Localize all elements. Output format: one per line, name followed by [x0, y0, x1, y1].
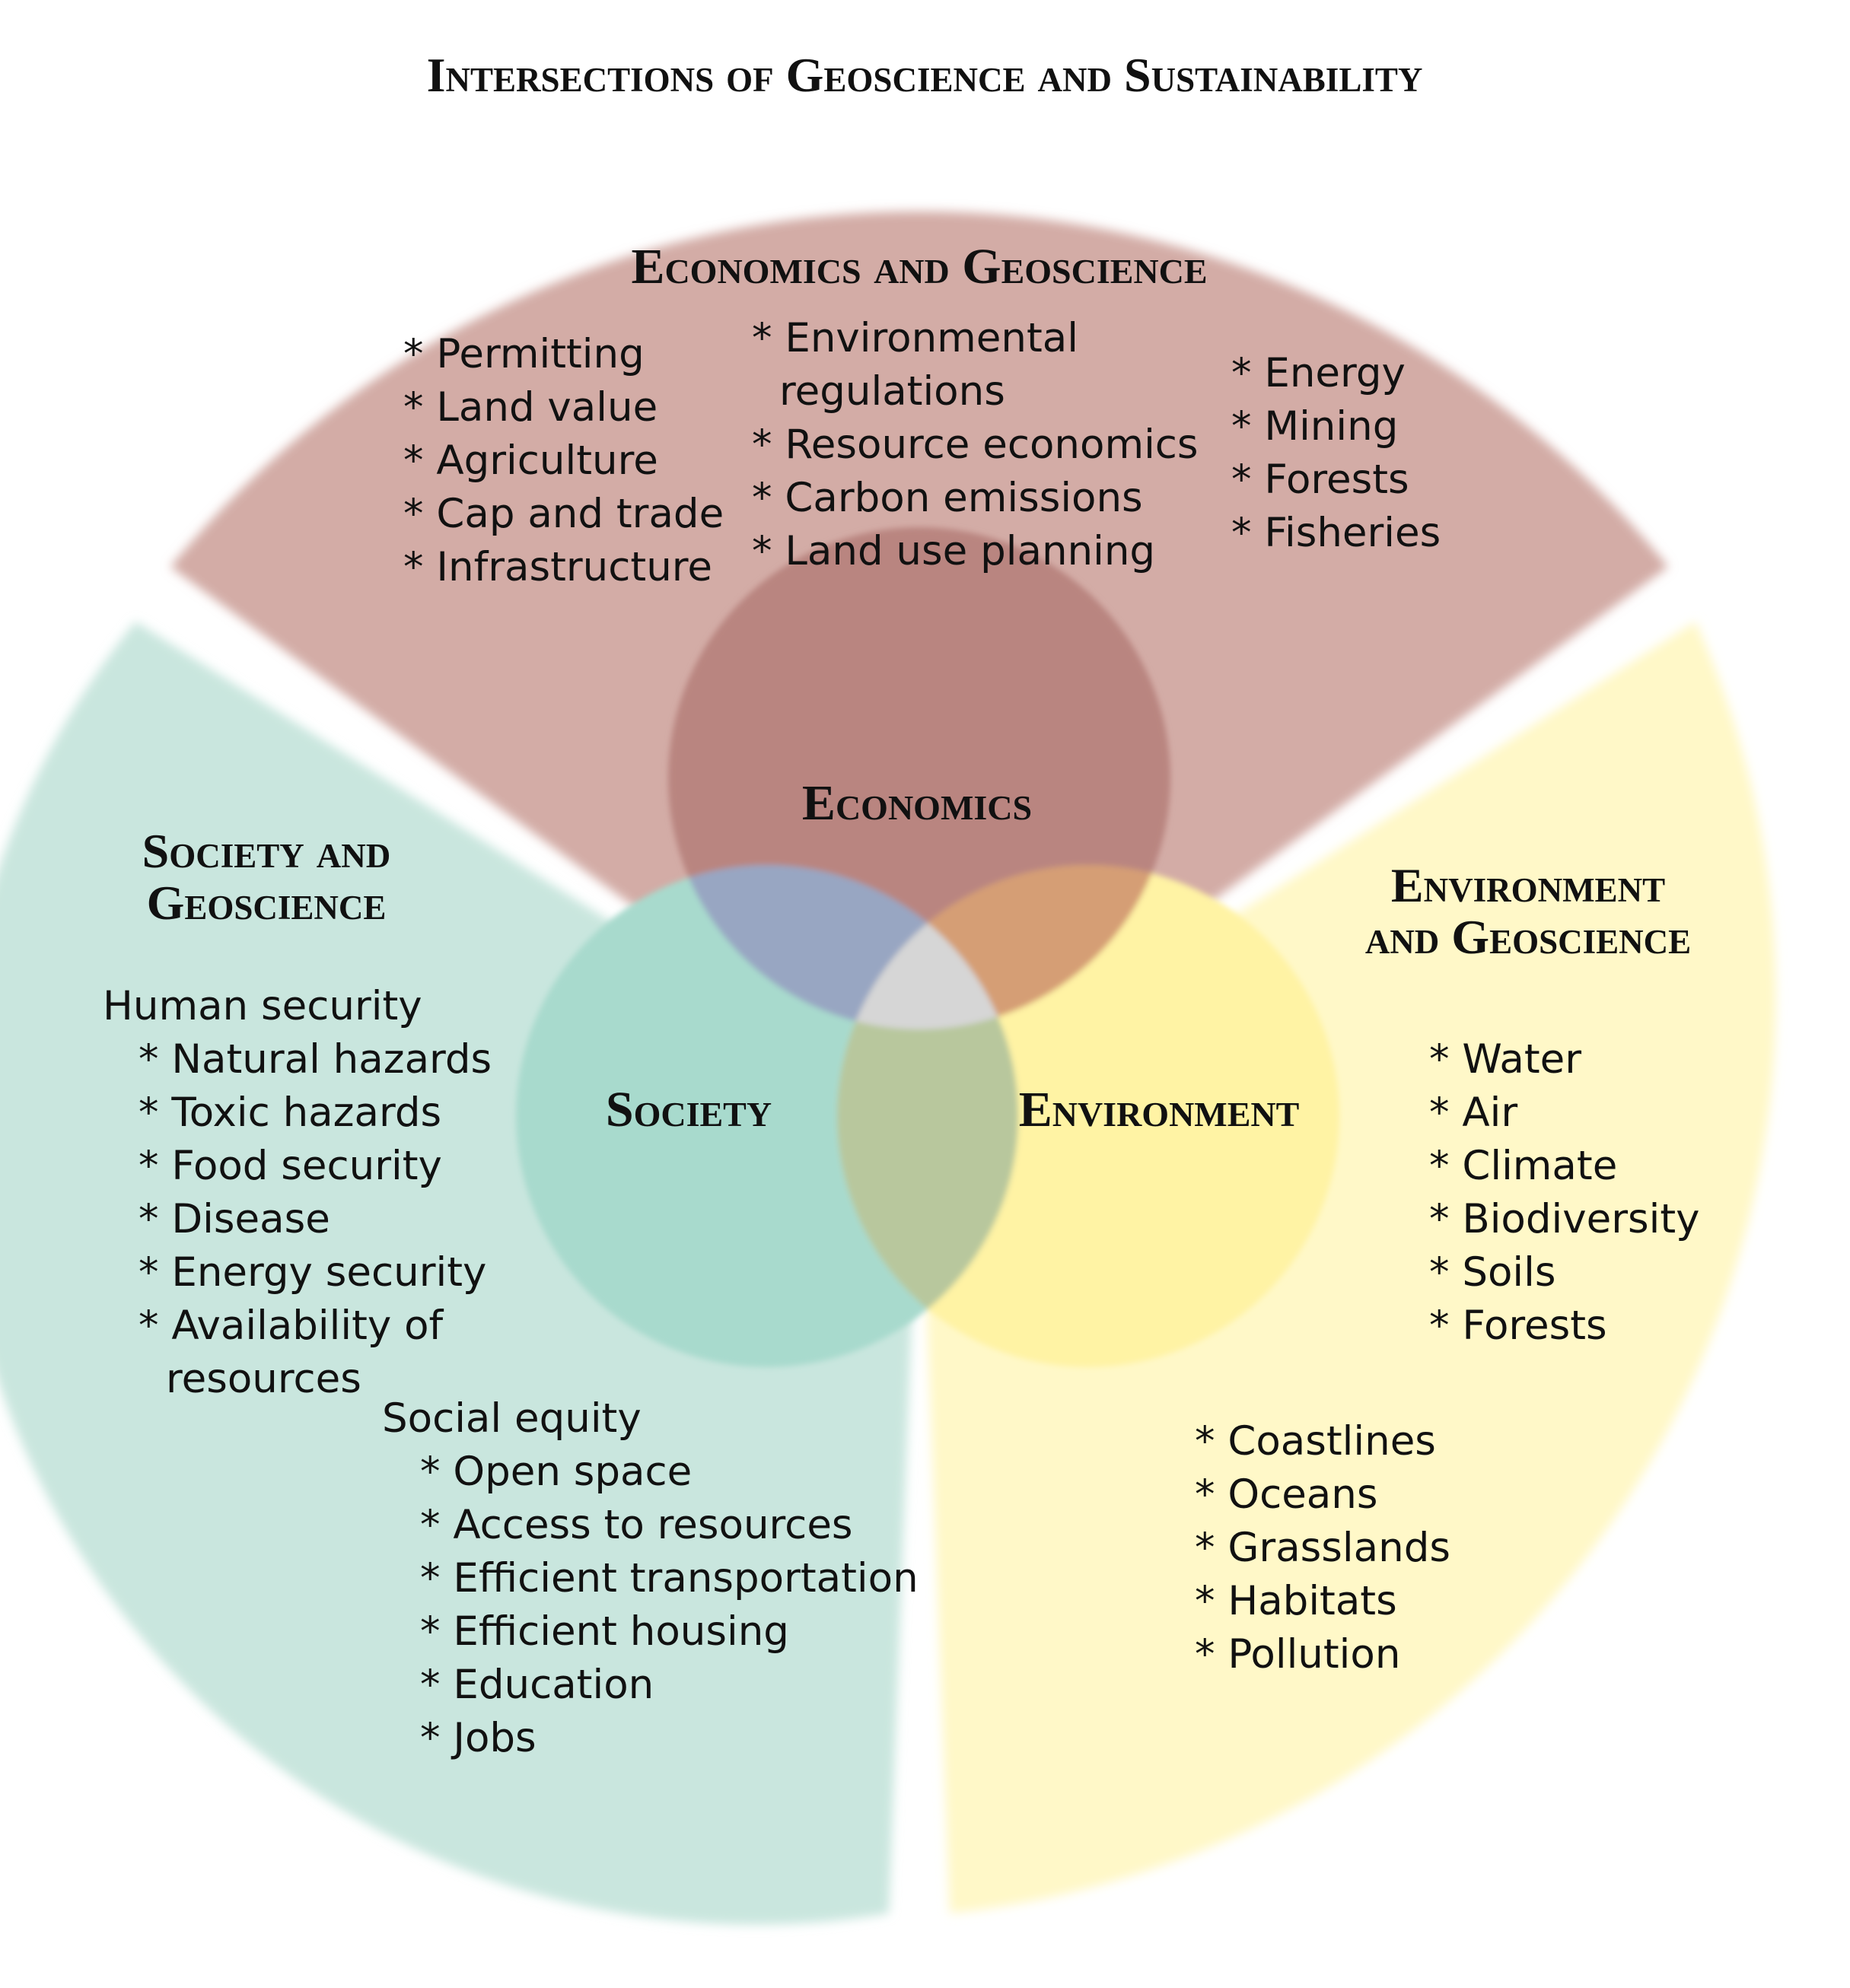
- environment-list-1-item: * Climate: [1429, 1143, 1617, 1189]
- society-group-social-equity-item: * Open space: [420, 1449, 692, 1495]
- society-group-social-equity-item: * Jobs: [420, 1715, 537, 1761]
- economics-list-2-item: * Resource economics: [752, 421, 1199, 468]
- environment-list-1-item: * Soils: [1429, 1249, 1555, 1296]
- society-group-social-equity-item: * Efficient transportation: [420, 1555, 919, 1602]
- environment-list-2-item: * Habitats: [1195, 1578, 1397, 1624]
- environment-list-2-item: * Pollution: [1195, 1631, 1400, 1678]
- society-group-social-equity-item: * Education: [420, 1662, 654, 1708]
- society-group-social-equity-item: * Access to resources: [420, 1502, 853, 1548]
- environment-sector-heading-line2: and Geoscience: [1365, 910, 1691, 964]
- society-group-human-security-item: * Toxic hazards: [139, 1089, 441, 1136]
- economics-list-2-item: * Environmental: [752, 315, 1078, 361]
- item-lists: * Permitting * Land value * Agriculture * C…: [103, 315, 1699, 1761]
- society-circle-label: Society: [606, 1082, 772, 1137]
- economics-list-3-item: * Mining: [1231, 403, 1398, 450]
- society-group-human-security-item: * Natural hazards: [139, 1036, 492, 1083]
- society-group-human-security-item: resources: [166, 1356, 361, 1402]
- environment-list-1-item: * Biodiversity: [1429, 1196, 1699, 1242]
- society-group-human-security-title: Human security: [103, 983, 422, 1029]
- environment-sector: [919, 622, 1776, 1913]
- environment-list-2-item: * Grasslands: [1195, 1525, 1450, 1571]
- society-sector-heading-line1: Society and: [142, 824, 391, 878]
- economics-list-1-item: * Land value: [403, 384, 658, 431]
- society-group-social-equity-item: * Efficient housing: [420, 1608, 789, 1655]
- society-sector-heading-line2: Geoscience: [147, 876, 387, 930]
- society-group-social-equity-title: Social equity: [382, 1395, 642, 1442]
- society-group-human-security-item: * Disease: [139, 1196, 330, 1242]
- economics-list-1-item: * Permitting: [403, 331, 645, 377]
- economics-list-1-item: * Cap and trade: [403, 491, 724, 537]
- environment-circle-label: Environment: [1019, 1082, 1300, 1137]
- society-group-human-security-item: * Availability of: [139, 1303, 444, 1349]
- economics-list-2-item: * Land use planning: [752, 528, 1155, 574]
- economics-circle-label: Economics: [802, 775, 1032, 831]
- environment-list-2-item: * Oceans: [1195, 1471, 1378, 1518]
- economics-list-1-item: * Agriculture: [403, 437, 658, 484]
- society-group-human-security-item: * Food security: [139, 1143, 442, 1189]
- environment-list-1-item: * Air: [1429, 1089, 1517, 1136]
- environment-list-2-item: * Coastlines: [1195, 1418, 1436, 1465]
- diagram-title: Intersections of Geoscience and Sustaina…: [427, 48, 1423, 102]
- economics-sector-heading: Economics and Geoscience: [631, 239, 1207, 294]
- economics-list-3-item: * Fisheries: [1231, 510, 1441, 556]
- environment-list-1-item: * Water: [1429, 1036, 1581, 1083]
- economics-list-1-item: * Infrastructure: [403, 544, 712, 590]
- center-overlap: [837, 865, 1018, 1029]
- environment-sector-heading-line1: Environment: [1391, 858, 1665, 912]
- society-sector: [0, 622, 919, 1925]
- economics-list-3-item: * Forests: [1231, 456, 1409, 503]
- economics-list-2-item: * Carbon emissions: [752, 475, 1143, 521]
- economics-list-3-item: * Energy: [1231, 350, 1406, 396]
- environment-list-1-item: * Forests: [1429, 1303, 1607, 1349]
- society-group-human-security-item: * Energy security: [139, 1249, 486, 1296]
- economics-list-2-item: regulations: [779, 368, 1005, 415]
